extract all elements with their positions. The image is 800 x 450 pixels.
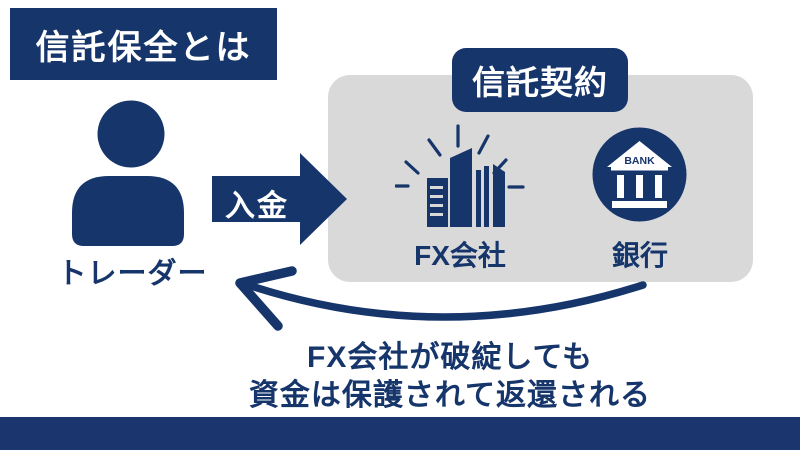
person-icon [72, 100, 184, 246]
page-title: 信託保全とは [10, 8, 277, 80]
bank-label: 銀行 [611, 240, 668, 271]
bottom-bar [0, 417, 800, 450]
deposit-arrow-icon [212, 153, 347, 245]
return-arrow-icon [235, 266, 647, 331]
deposit-arrow-label: 入金 [225, 190, 289, 223]
trader-label: トレーダー [57, 258, 208, 290]
caption-line-1: FX会社が破綻しても [307, 341, 593, 374]
bank-icon: BANK [592, 127, 687, 222]
trust-contract-badge: 信託契約 [452, 48, 628, 112]
fx-company-building-icon [395, 124, 525, 227]
fx-company-label: FX会社 [414, 240, 506, 271]
bank-icon-text: BANK [624, 155, 655, 167]
caption-line-2: 資金は保護されて返還される [248, 379, 652, 412]
